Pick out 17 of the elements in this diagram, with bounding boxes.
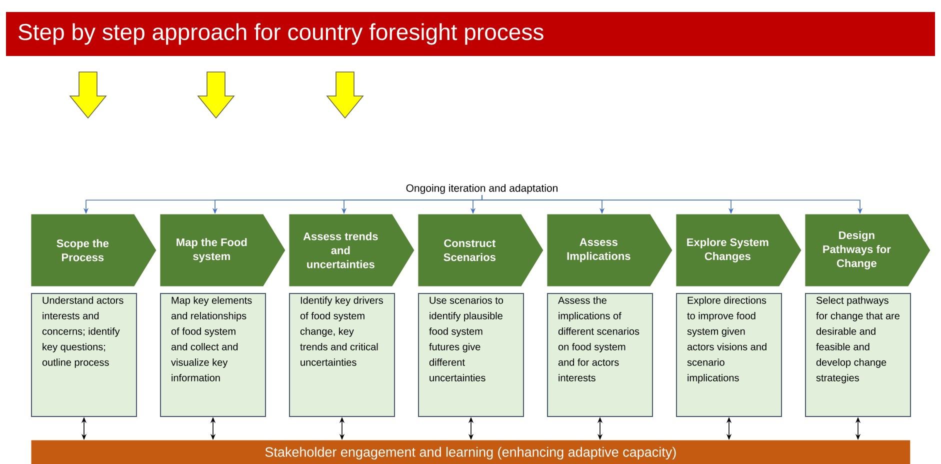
description-box: Select pathways for change that are desirable and feasible and develop change strategies xyxy=(805,293,911,417)
description-box: Identify key drivers of food system change, key trends and critical uncertainties xyxy=(289,293,395,417)
description-box: Understand actors interests and concerns; identify key questions; outline process xyxy=(31,293,137,417)
description-box: Map key elements and relationships of food system and collect and visualize key information xyxy=(160,293,266,417)
step-heading: Design Pathways for Change xyxy=(805,214,930,286)
step-heading: Assess Implications xyxy=(547,214,672,286)
step-heading: Scope the Process xyxy=(31,214,156,286)
step-heading: Map the Food system xyxy=(160,214,286,286)
description-box: Assess the implications of different scenarios on food system and for actors interests xyxy=(547,293,653,417)
step-heading: Assess trends and uncertainties xyxy=(289,214,414,286)
step-heading: Construct Scenarios xyxy=(418,214,544,286)
step-heading: Explore System Changes xyxy=(676,214,802,286)
bracket-label: Ongoing iteration and adaptation xyxy=(406,184,558,194)
description-box: Use scenarios to identify plausible food system futures give different uncertainties xyxy=(418,293,524,417)
title-banner: Step by step approach for country foresight process xyxy=(6,12,935,56)
stakeholder-bar: Stakeholder engagement and learning (enhancing adaptive capacity) xyxy=(31,440,910,464)
description-box: Explore directions to improve food system given actors visions and scenario implications xyxy=(676,293,782,417)
